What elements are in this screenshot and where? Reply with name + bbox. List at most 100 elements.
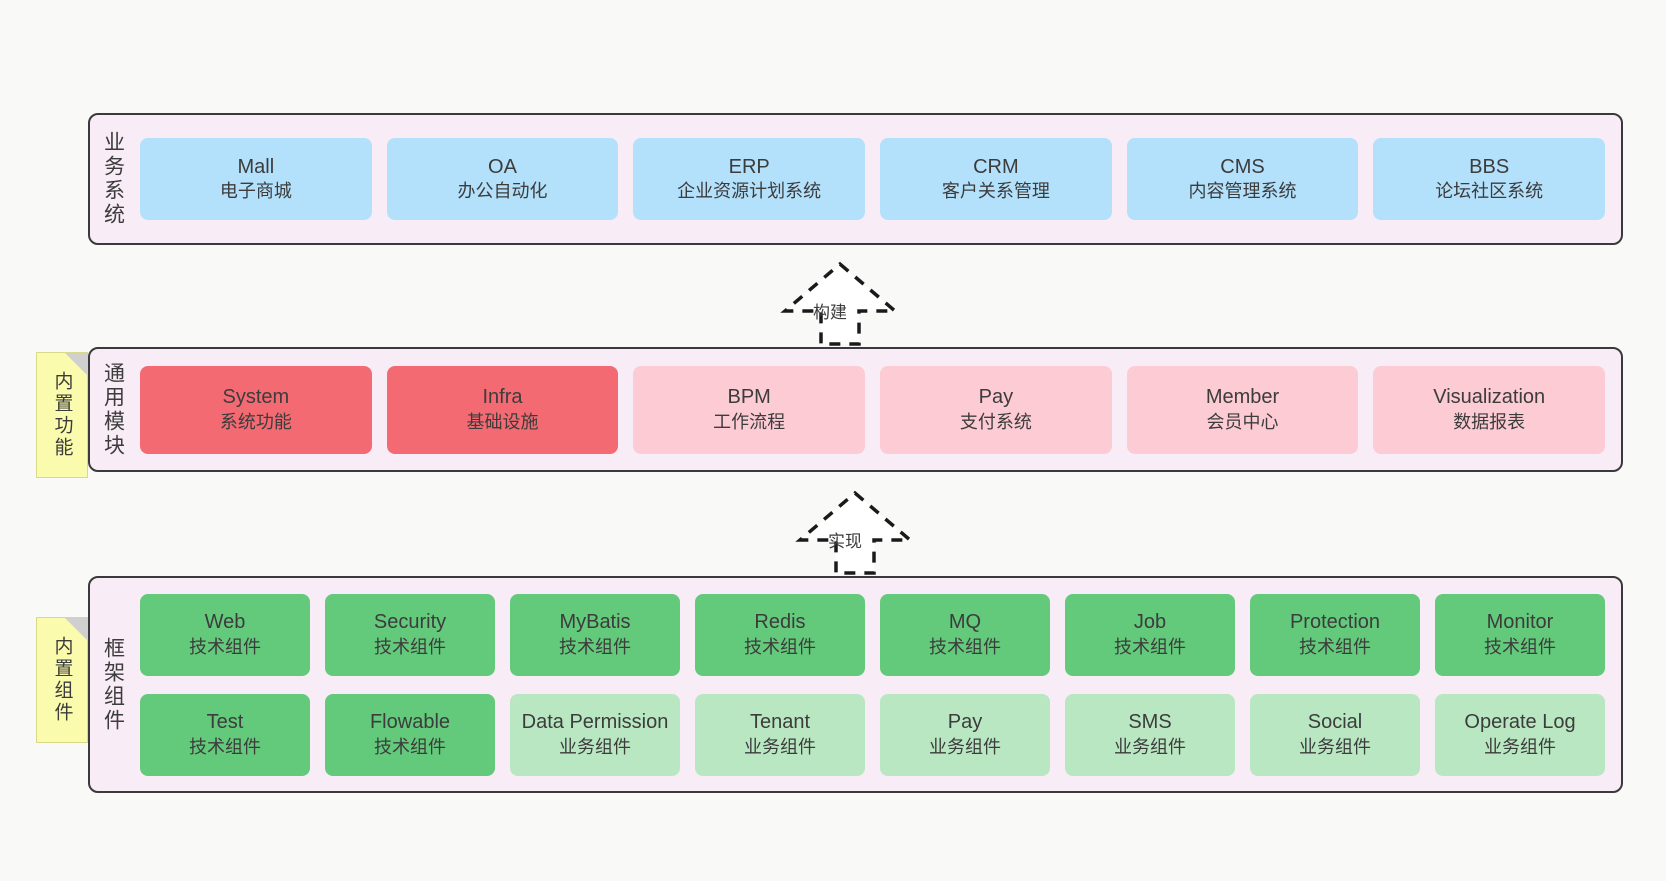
card-subtitle: 技术组件: [1299, 636, 1371, 657]
layer-body-common-module: System 系统功能 Infra 基础设施 BPM 工作流程 Pay 支付系统…: [136, 349, 1621, 470]
card-sms[interactable]: SMS 业务组件: [1065, 693, 1235, 776]
connector-implement: 实现: [770, 487, 940, 579]
card-cms[interactable]: CMS 内容管理系统: [1126, 138, 1359, 220]
card-row: Test 技术组件 Flowable 技术组件 Data Permission …: [140, 693, 1605, 776]
card-title: Pay: [947, 711, 983, 734]
card-infra[interactable]: Infra 基础设施: [386, 365, 619, 454]
card-bpm[interactable]: BPM 工作流程: [633, 365, 866, 454]
card-redis[interactable]: Redis 技术组件: [695, 593, 865, 676]
layer-framework-component[interactable]: 框架组件 Web 技术组件 Security 技术组件 MyBatis 技术组件…: [88, 576, 1623, 793]
card-subtitle: 业务组件: [744, 736, 816, 757]
card-subtitle: 业务组件: [559, 736, 631, 757]
card-protection[interactable]: Protection 技术组件: [1250, 593, 1420, 676]
card-subtitle: 技术组件: [559, 636, 631, 657]
card-row: Mall 电子商城 OA 办公自动化 ERP 企业资源计划系统 CRM 客户关系…: [140, 138, 1606, 220]
card-title: BPM: [727, 386, 771, 409]
layer-body-framework-component: Web 技术组件 Security 技术组件 MyBatis 技术组件 Redi…: [136, 578, 1621, 791]
card-subtitle: 基础设施: [466, 411, 539, 432]
card-subtitle: 数据报表: [1453, 411, 1526, 432]
card-row: Web 技术组件 Security 技术组件 MyBatis 技术组件 Redi…: [140, 593, 1605, 676]
card-title: MQ: [948, 611, 982, 634]
card-title: Monitor: [1486, 611, 1554, 634]
card-title: Operate Log: [1464, 711, 1576, 734]
card-job[interactable]: Job 技术组件: [1065, 593, 1235, 676]
card-subtitle: 办公自动化: [457, 181, 548, 202]
card-subtitle: 电子商城: [219, 181, 292, 202]
card-social[interactable]: Social 业务组件: [1250, 693, 1420, 776]
card-title: MyBatis: [559, 611, 631, 634]
card-subtitle: 会员中心: [1206, 411, 1279, 432]
card-title: Data Permission: [521, 711, 669, 734]
card-system[interactable]: System 系统功能: [140, 365, 372, 454]
card-pay-business[interactable]: Pay 业务组件: [880, 693, 1050, 776]
layer-body-business-system: Mall 电子商城 OA 办公自动化 ERP 企业资源计划系统 CRM 客户关系…: [136, 115, 1621, 243]
card-title: Pay: [978, 386, 1014, 409]
card-title: SMS: [1128, 711, 1172, 734]
card-subtitle: 支付系统: [959, 411, 1032, 432]
card-monitor[interactable]: Monitor 技术组件: [1435, 593, 1605, 676]
card-crm[interactable]: CRM 客户关系管理: [880, 138, 1112, 220]
card-data-permission[interactable]: Data Permission 业务组件: [510, 693, 680, 776]
card-mall[interactable]: Mall 电子商城: [140, 138, 372, 220]
note-fold-corner-icon: [65, 618, 87, 640]
layer-business-system[interactable]: 业务系统 Mall 电子商城 OA 办公自动化 ERP 企业资源计划系统 CRM…: [88, 113, 1623, 245]
card-title: Job: [1133, 611, 1167, 634]
build-arrow-icon: [780, 261, 900, 346]
card-subtitle: 技术组件: [744, 636, 816, 657]
card-pay[interactable]: Pay 支付系统: [880, 365, 1112, 454]
card-subtitle: 技术组件: [189, 636, 261, 657]
card-oa[interactable]: OA 办公自动化: [386, 138, 619, 220]
card-title: Protection: [1289, 611, 1381, 634]
card-subtitle: 论坛社区系统: [1435, 181, 1544, 202]
note-builtin-component[interactable]: 内置组件: [36, 617, 88, 743]
card-flowable[interactable]: Flowable 技术组件: [325, 693, 495, 776]
card-title: Member: [1205, 386, 1280, 409]
card-web[interactable]: Web 技术组件: [140, 593, 310, 676]
card-subtitle: 工作流程: [713, 411, 786, 432]
card-title: Mall: [237, 155, 275, 178]
card-bbs[interactable]: BBS 论坛社区系统: [1373, 138, 1606, 220]
card-erp[interactable]: ERP 企业资源计划系统: [633, 138, 866, 220]
card-title: Redis: [754, 611, 806, 634]
note-builtin-feature[interactable]: 内置功能: [36, 352, 88, 478]
card-title: System: [222, 386, 290, 409]
card-security[interactable]: Security 技术组件: [325, 593, 495, 676]
card-subtitle: 技术组件: [929, 636, 1001, 657]
card-title: Web: [204, 611, 246, 634]
card-tenant[interactable]: Tenant 业务组件: [695, 693, 865, 776]
layer-title-common-module: 通用模块: [101, 361, 125, 458]
card-subtitle: 客户关系管理: [941, 181, 1050, 202]
card-title: ERP: [728, 155, 770, 178]
card-title: CRM: [973, 155, 1019, 178]
card-visualization[interactable]: Visualization 数据报表: [1373, 365, 1606, 454]
card-subtitle: 业务组件: [1484, 736, 1556, 757]
card-mq[interactable]: MQ 技术组件: [880, 593, 1050, 676]
card-title: Social: [1307, 711, 1363, 734]
card-subtitle: 业务组件: [929, 736, 1001, 757]
card-row: System 系统功能 Infra 基础设施 BPM 工作流程 Pay 支付系统…: [140, 365, 1606, 454]
card-subtitle: 业务组件: [1299, 736, 1371, 757]
card-subtitle: 企业资源计划系统: [677, 181, 822, 202]
card-subtitle: 系统功能: [219, 411, 292, 432]
layer-common-module[interactable]: 通用模块 System 系统功能 Infra 基础设施 BPM 工作流程 Pay…: [88, 347, 1623, 472]
implement-arrow-icon: [795, 490, 915, 575]
card-subtitle: 技术组件: [374, 636, 446, 657]
card-mybatis[interactable]: MyBatis 技术组件: [510, 593, 680, 676]
card-member[interactable]: Member 会员中心: [1126, 365, 1359, 454]
card-title: BBS: [1469, 155, 1510, 178]
card-subtitle: 业务组件: [1114, 736, 1186, 757]
card-title: Infra: [482, 386, 523, 409]
card-title: Test: [206, 711, 244, 734]
card-title: OA: [488, 155, 517, 178]
card-operate-log[interactable]: Operate Log 业务组件: [1435, 693, 1605, 776]
card-subtitle: 技术组件: [189, 736, 261, 757]
note-label: 内置功能: [51, 371, 73, 459]
note-label: 内置组件: [51, 636, 73, 724]
layer-title-business-system: 业务系统: [101, 131, 125, 227]
layer-title-framework-component: 框架组件: [101, 636, 125, 733]
card-title: Tenant: [749, 711, 811, 734]
card-test[interactable]: Test 技术组件: [140, 693, 310, 776]
card-title: Security: [373, 611, 447, 634]
card-subtitle: 技术组件: [374, 736, 446, 757]
